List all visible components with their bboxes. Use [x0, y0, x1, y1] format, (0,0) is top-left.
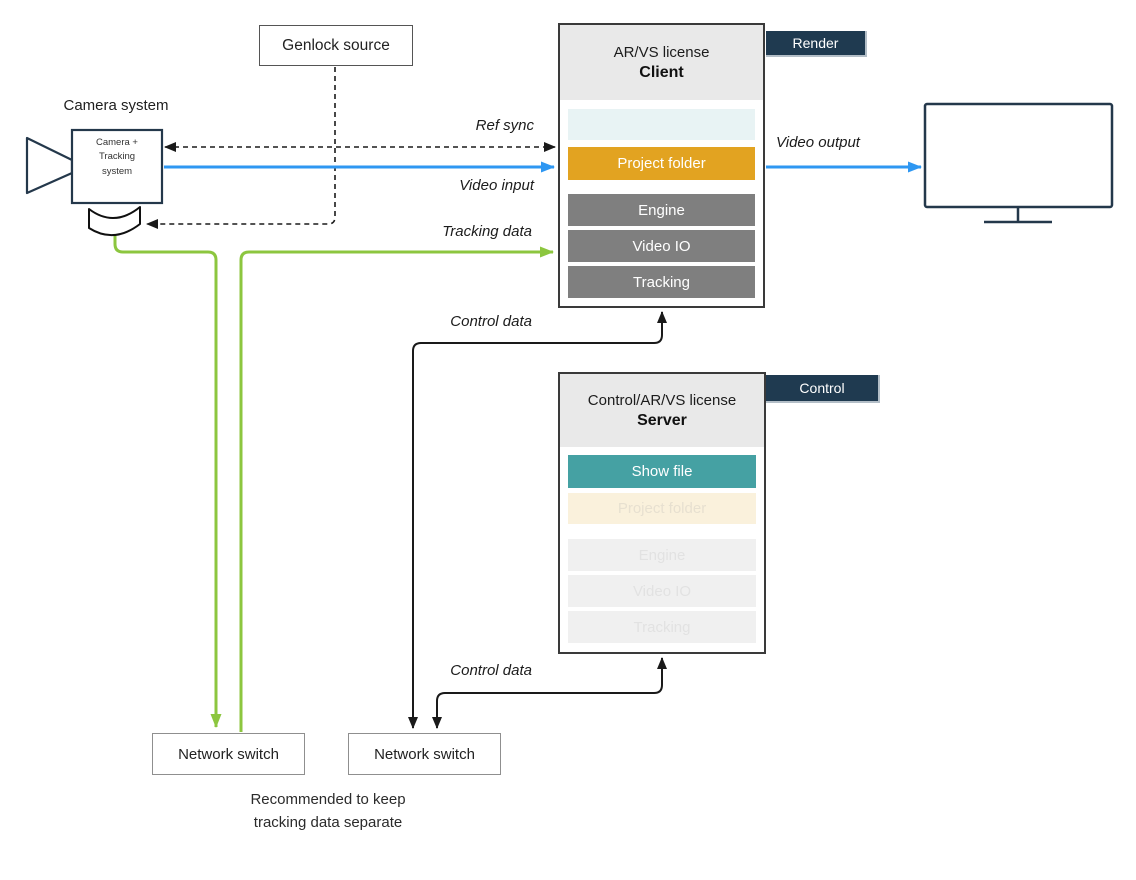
network-switch-2-box: Network switch: [348, 733, 501, 775]
monitor-stand-icon: [984, 207, 1052, 224]
client-row-video-io: Video IO: [568, 230, 755, 262]
network-switch-1-box: Network switch: [152, 733, 305, 775]
client-control-connector: [408, 311, 667, 729]
control-data-bottom-label: Control data: [450, 662, 532, 679]
control-data-top-label: Control data: [450, 313, 532, 330]
ref-sync-label: Ref sync: [475, 117, 534, 134]
camera-system-title: Camera system: [63, 97, 169, 114]
tracking-data-label: Tracking data: [442, 223, 532, 240]
genlock-source-box: Genlock source: [259, 25, 413, 66]
server-row-show-file: Show file: [568, 455, 756, 488]
client-role-label: Client: [639, 63, 684, 81]
tracking-device-icon: [88, 206, 141, 236]
video-output-label: Video output: [776, 134, 860, 151]
client-row-project-folder: Project folder: [568, 147, 755, 180]
server-rows: Show file Project folder Engine Video IO…: [560, 455, 764, 643]
camera-lens-icon: [25, 136, 74, 195]
genlock-source-label: Genlock source: [282, 36, 390, 54]
server-row-video-io: Video IO: [568, 575, 756, 607]
client-row-tracking: Tracking: [568, 266, 755, 298]
network-switch-2-label: Network switch: [374, 745, 475, 763]
client-rows: Project folder Engine Video IO Tracking: [560, 109, 763, 298]
camera-device-label: Camera + Tracking system: [96, 137, 138, 177]
server-row-engine: Engine: [568, 539, 756, 571]
server-row-tracking: Tracking: [568, 611, 756, 643]
server-box: Control/AR/VS license Server Show file P…: [558, 372, 766, 654]
switch-to-client-connector: [239, 246, 554, 732]
tracking-to-switch-connector: [113, 236, 222, 728]
genlock-connector: [146, 67, 336, 229]
server-role-label: Server: [637, 411, 687, 429]
client-box: AR/VS license Client Project folder Engi…: [558, 23, 765, 308]
server-license-label: Control/AR/VS license: [587, 391, 737, 409]
monitor-icon: [923, 102, 1114, 209]
client-box-header: AR/VS license Client: [560, 25, 763, 100]
render-tag: Render: [766, 31, 867, 57]
tracking-note: Recommended to keep tracking data separa…: [250, 791, 406, 832]
camera-body-icon: [70, 128, 164, 205]
client-license-label: AR/VS license: [613, 43, 710, 61]
control-tag: Control: [766, 375, 880, 403]
client-row-empty-slot: [568, 109, 755, 140]
server-control-connector: [432, 657, 667, 729]
server-row-project-folder: Project folder: [568, 493, 756, 524]
server-box-header: Control/AR/VS license Server: [560, 374, 764, 447]
client-row-engine: Engine: [568, 194, 755, 226]
video-input-label: Video input: [459, 177, 534, 194]
network-switch-1-label: Network switch: [178, 745, 279, 763]
